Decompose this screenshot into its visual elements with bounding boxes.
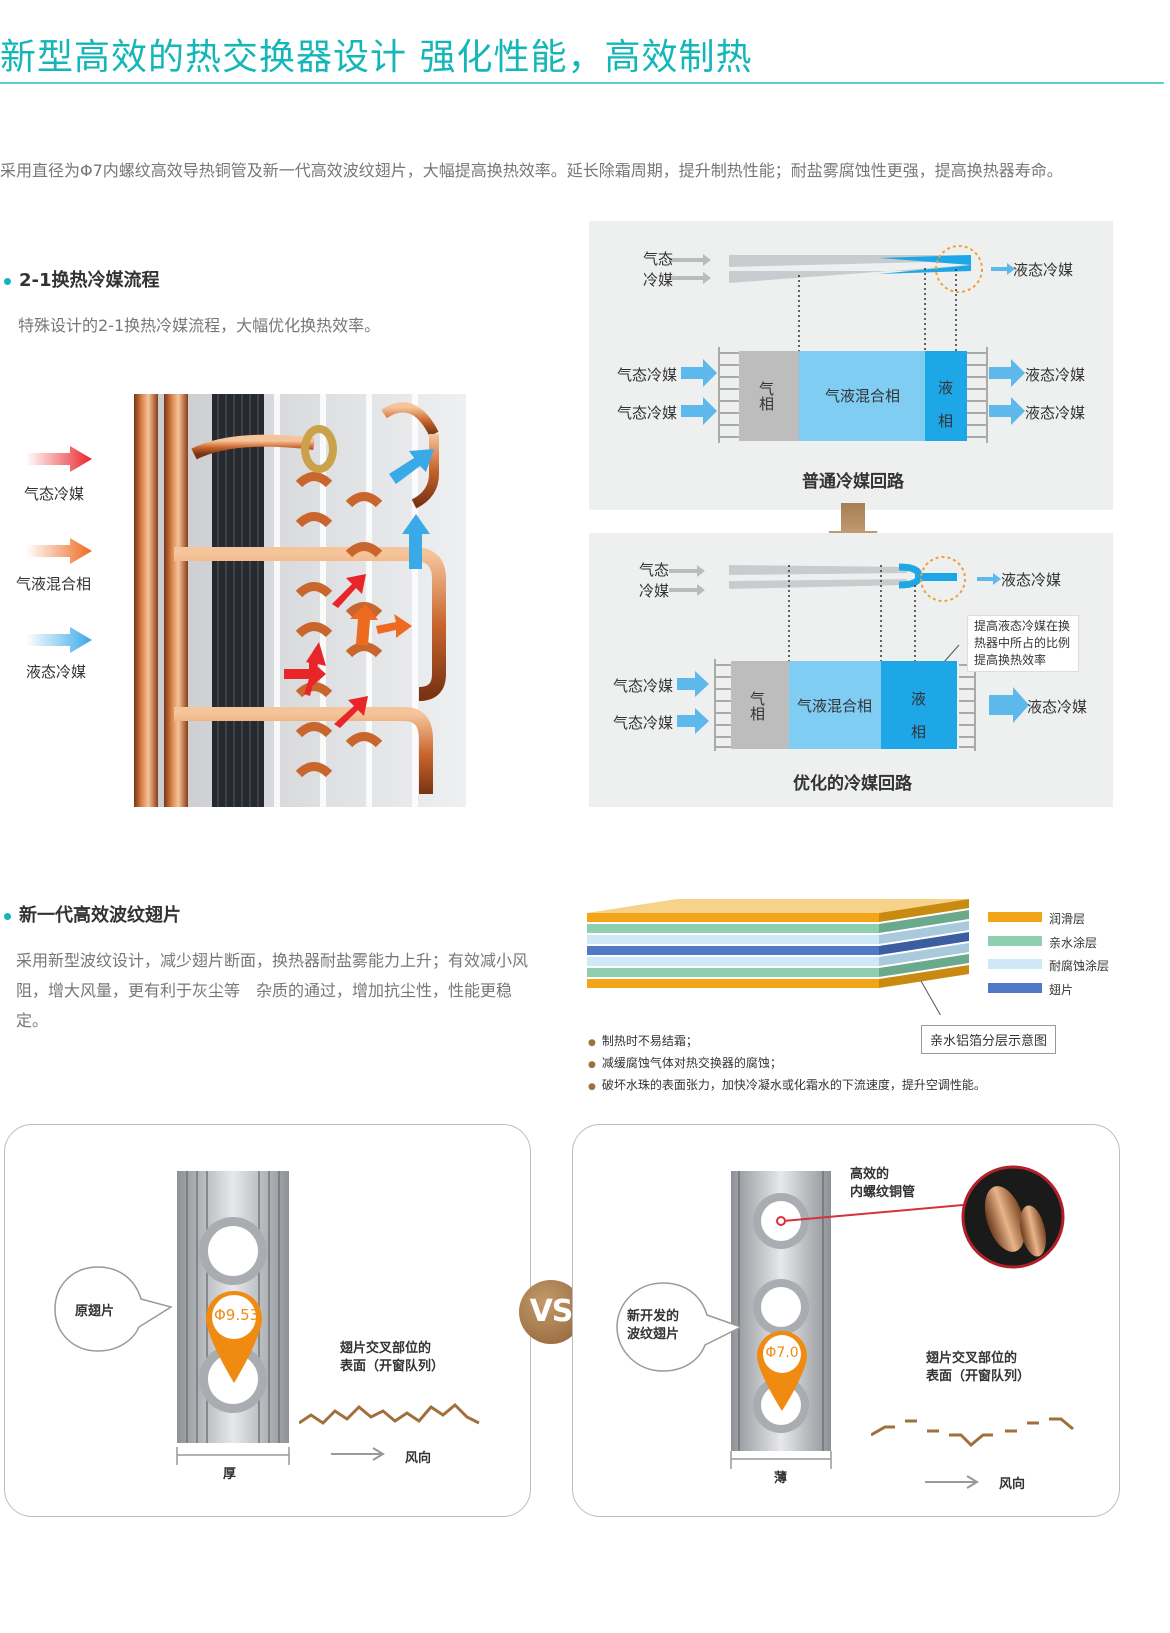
top-mix-label: 气液混合相 [825,387,901,405]
speech-bubble [616,1282,743,1372]
tube-label-2: 内螺纹铜管 [850,1185,916,1200]
page-title: 新型高效的热交换器设计 强化性能，高效制热 [0,37,753,78]
down-arrow-icon [828,503,878,567]
top-out-label-2: 液态冷媒 [1025,404,1086,422]
top-liquid-out-label: 液态冷媒 [1013,261,1074,279]
bottom-gas-label-1: 气态 [639,561,670,579]
list-item: 制热时不易结霜； [588,1031,986,1053]
new-surface-label-2: 表面（开窗队列） [926,1369,1031,1384]
tube-leader-line [776,1204,964,1226]
bottom-liquid-phase-1: 液 [911,690,927,708]
bottom-liquid-out-label: 液态冷媒 [1001,571,1062,589]
fin-section-desc: 采用新型波纹设计，减少翅片断面，换热器耐盐雾能力上升；有效减小风阻，增大风量，更… [16,951,529,1030]
optimized-circuit-panel: 气态 冷媒 液态冷媒 提高液态冷媒在换 热器中所占的比例 提高换热效率 气态冷媒… [589,533,1113,807]
legend-liquid-label: 液态冷媒 [26,663,87,681]
legend-hydrophilic-swatch [988,936,1042,946]
list-item: 破坏水珠的表面张力，加快冷凝水或化霜水的下流速度，提升空调性能。 [588,1075,986,1097]
legend-mixed-label: 气液混合相 [16,575,92,593]
bottom-caption: 优化的冷媒回路 [793,774,912,794]
bottom-in-label-1: 气态冷媒 [613,677,674,695]
legend-liquid [26,625,92,659]
bottom-gas-phase-1: 气 [750,690,766,708]
gas-arrow-icon [26,446,92,472]
legend-gas-label: 气态冷媒 [24,485,85,503]
grooved-copper-tube-photo [961,1165,1065,1269]
top-gas-label-1: 气态 [643,250,674,268]
wave-window-profile [871,1417,1074,1448]
foil-layers-illustration [585,895,975,1024]
new-surface-label-1: 翅片交叉部位的 [926,1351,1018,1366]
thickness-dimension [176,1447,290,1465]
legend-gas [26,444,92,478]
top-liquid-phase-1: 液 [938,379,954,397]
new-diameter: Φ7.0 [765,1345,799,1361]
top-gas-phase-1: 气 [759,380,775,398]
bottom-in-label-2: 气态冷媒 [613,714,674,732]
legend-anticorrosion-swatch [988,959,1042,969]
flow-section-title: 2-1换热冷媒流程 [4,266,160,292]
normal-circuit-panel: 气态 冷媒 液态冷媒 气态冷媒 气态冷媒 气 相 气液混合相 液 相 液态冷媒 … [589,221,1113,510]
top-out-label-1: 液态冷媒 [1025,366,1086,384]
liquid-arrow-icon [26,627,92,653]
new-thickness-label: 薄 [774,1471,788,1486]
list-item: 减缓腐蚀气体对热交换器的腐蚀； [588,1053,986,1075]
legend-anticorrosion-label: 耐腐蚀涂层 [1049,959,1110,973]
fin-section-title: 新一代高效波纹翅片 [4,901,181,927]
top-in-label-1: 气态冷媒 [617,366,678,384]
wind-arrow-icon [331,1447,385,1461]
copper-coil-illustration [134,394,466,807]
top-gas-phase-2: 相 [759,395,775,413]
original-diameter: Φ9.53 [214,1306,260,1324]
intro-text: 采用直径为Φ7内螺纹高效导热铜管及新一代高效波纹翅片，大幅提高换热效率。延长除霜… [0,161,1063,180]
original-fin-card: Φ9.53 原翅片 翅片交叉部位的 表面（开窗队列） 风向 厚 [4,1124,531,1517]
bottom-liquid-phase-2: 相 [911,723,927,741]
title-divider [0,82,1164,84]
bullet-dot-icon [4,912,11,920]
tube-label-1: 高效的 [850,1167,890,1182]
original-thickness-label: 厚 [223,1467,237,1482]
original-surface-label-1: 翅片交叉部位的 [340,1341,432,1356]
top-caption: 普通冷媒回路 [802,472,904,492]
top-liquid-phase-2: 相 [938,412,954,430]
new-fin-card: Φ7.0 高效的 内螺纹铜管 新开发的 波纹翅片 翅片交叉部位的 表面（开窗队列… [572,1124,1120,1517]
bullet-dot-icon [4,277,11,285]
bottom-gas-label-2: 冷媒 [639,582,670,600]
bottom-out-label: 液态冷媒 [1027,698,1088,716]
legend-lube-label: 润滑层 [1049,912,1086,926]
legend-hydrophilic-label: 亲水涂层 [1049,936,1098,950]
top-in-label-2: 气态冷媒 [617,404,678,422]
new-fin-bubble-label-1: 新开发的 [627,1309,680,1324]
wind-arrow-icon [925,1475,979,1489]
map-pin-icon [206,1291,262,1383]
efficiency-note: 提高液态冷媒在换 热器中所占的比例 提高换热效率 [967,615,1079,672]
legend-mixed [26,536,92,570]
original-wind-label: 风向 [405,1451,432,1466]
new-fin-bubble-label-2: 波纹翅片 [627,1327,680,1342]
original-fin-bubble-label: 原翅片 [75,1304,115,1319]
speech-bubble [54,1266,173,1352]
fin-benefit-list: 制热时不易结霜； 减缓腐蚀气体对热交换器的腐蚀； 破坏水珠的表面张力，加快冷凝水… [588,1031,986,1097]
legend-fin-swatch [988,983,1042,993]
map-pin-icon [757,1331,807,1411]
bottom-mix-label: 气液混合相 [797,697,873,715]
flow-section-desc: 特殊设计的2-1换热冷媒流程，大幅优化换热效率。 [18,316,381,335]
new-wind-label: 风向 [999,1477,1026,1492]
original-surface-label-2: 表面（开窗队列） [340,1359,445,1374]
bottom-gas-phase-2: 相 [750,705,766,723]
zigzag-window-profile [299,1402,480,1425]
legend-fin-label: 翅片 [1049,983,1074,997]
thickness-dimension [730,1451,832,1469]
top-gas-label-2: 冷媒 [643,271,674,289]
mixed-arrow-icon [26,538,92,564]
legend-lube-swatch [988,912,1042,922]
